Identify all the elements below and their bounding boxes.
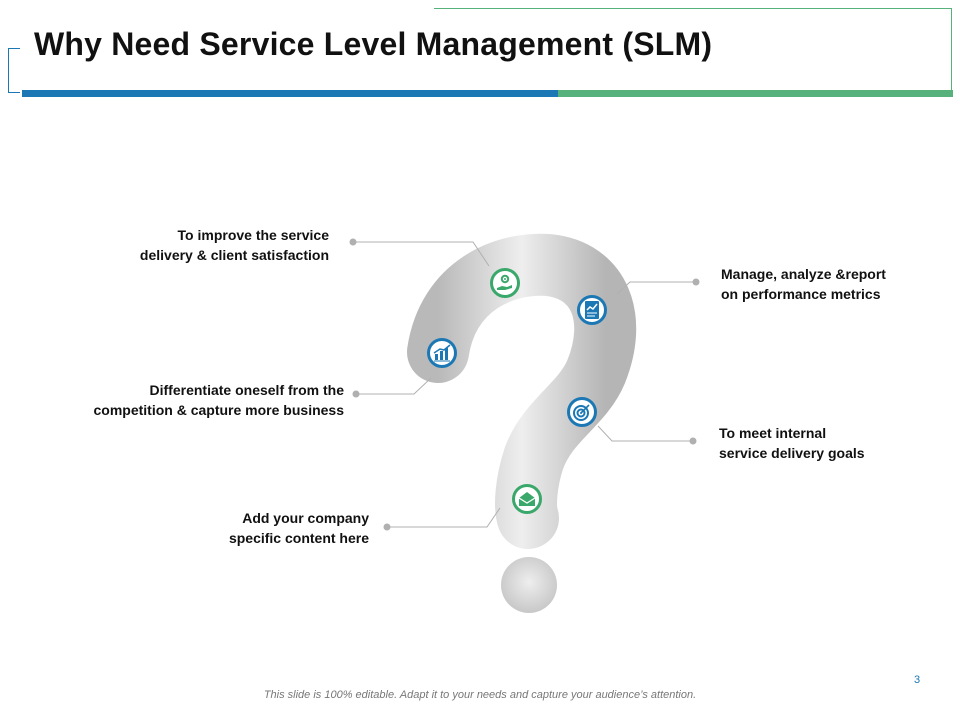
callout-company-line1: Add your company [242,510,369,526]
page-number: 3 [914,674,921,686]
callout-manage: Manage, analyze &report on performance m… [721,264,886,304]
hand-gear-icon [490,268,520,298]
question-mark-dot [501,557,557,613]
callout-company: Add your company specific content here [229,508,369,548]
callout-internal-line1: To meet internal [719,425,827,441]
title-underline-green [558,90,953,97]
callout-company-line2: specific content here [228,530,369,546]
target-icon [567,397,597,427]
callout-internal: To meet internal service delivery goals [719,423,865,463]
slide-title: Why Need Service Level Management (SLM) [34,26,713,62]
bar-chart-icon [427,338,457,368]
title-underline-blue [22,90,558,97]
title-frame-left [8,48,20,93]
callout-improve-line2: delivery & client satisfaction [139,247,329,263]
callout-differentiate-line2: competition & capture more business [93,402,345,418]
footer-note: This slide is 100% editable. Adapt it to… [263,689,697,701]
report-chart-icon [577,295,607,325]
callout-manage-line1: Manage, analyze &report [721,266,886,282]
question-mark-hook [407,233,637,549]
callout-manage-line2: on performance metrics [721,286,881,302]
title-frame-right [434,8,952,90]
callout-internal-line2: service delivery goals [719,445,865,461]
callout-improve-line1: To improve the service [177,227,329,243]
callout-differentiate: Differentiate oneself from the competiti… [94,380,345,420]
callout-improve: To improve the service delivery & client… [140,225,329,265]
envelope-icon [512,484,542,514]
callout-differentiate-line1: Differentiate oneself from the [149,382,344,398]
